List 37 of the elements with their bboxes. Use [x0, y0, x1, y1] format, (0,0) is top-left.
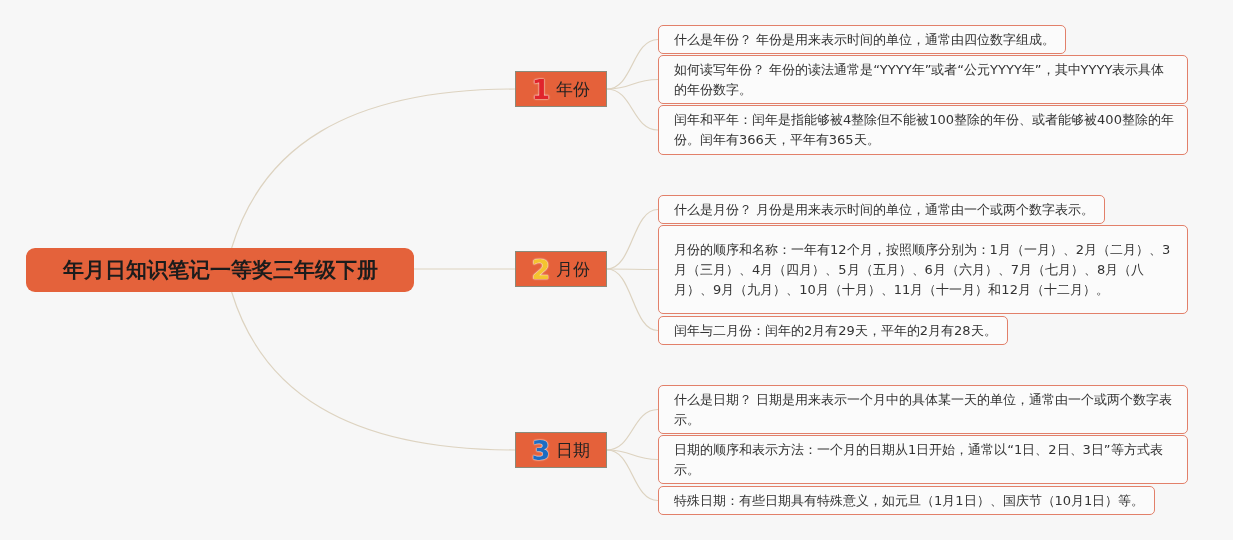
note-box [658, 225, 1188, 314]
connector-line [606, 449, 659, 502]
note-box [658, 105, 1188, 155]
note-text: 闰年和平年：闰年是指能够被4整除但不能被100整除的年份、或者能够被400整除的年份。闰年有366天，平年有365天。 [674, 111, 1175, 149]
branch-label: 年份 [556, 77, 591, 101]
note-text: 什么是日期？ 日期是用来表示一个月中的具体某一天的单位，通常由一个或两个数字表示。 [674, 390, 1174, 429]
branch-box [515, 251, 607, 287]
connector-line [231, 291, 516, 451]
connector-line [231, 88, 516, 249]
note-box [658, 385, 1188, 434]
note-box [658, 435, 1188, 484]
topic-text: 年月日知识笔记一等奖三年级下册 [62, 257, 378, 284]
connector-line [606, 449, 659, 461]
connector-line [606, 268, 659, 271]
note-box [658, 25, 1067, 54]
connector-line [606, 78, 659, 90]
branch-number: 2 [531, 255, 551, 283]
branch-number: 1 [531, 75, 551, 103]
connector-line [606, 268, 659, 332]
topic-box [26, 248, 414, 292]
note-box [658, 55, 1188, 104]
branch-box [515, 71, 607, 107]
branch-label: 日期 [556, 438, 591, 462]
branch-label: 月份 [556, 257, 591, 281]
note-text: 闰年与二月份：闰年的2月有29天，平年的2月有28天。 [674, 321, 997, 340]
note-text: 如何读写年份？ 年份的读法通常是“YYYY年”或者“公元YYYY年”，其中YYYY表示具体的年份数字。 [674, 60, 1166, 99]
branch-number: 3 [531, 436, 551, 464]
note-box [658, 486, 1156, 515]
branch-box [515, 432, 607, 468]
note-text: 日期的顺序和表示方法：一个月的日期从1日开始，通常以“1日、2日、3日”等方式表示。 [674, 440, 1164, 479]
note-box [658, 195, 1106, 224]
note-text: 什么是月份？ 月份是用来表示时间的单位，通常由一个或两个数字表示。 [674, 200, 1095, 219]
note-text: 特殊日期：有些日期具有特殊意义，如元旦（1月1日）、国庆节（10月1日）等。 [674, 491, 1145, 510]
connector-line [606, 88, 659, 131]
note-text: 月份的顺序和名称：一年有12个月，按照顺序分别为：1月（一月）、2月（二月）、3月（三月）、4月（四月）、5月（五月）、6月（六月）、7月（七月）、8月（八月）、9月（九月）、10月（十月）、11月（十一月）和12月（十二月）。 [674, 240, 1172, 299]
note-text: 什么是年份？ 年份是用来表示时间的单位，通常由四位数字组成。 [674, 30, 1056, 49]
note-box [658, 316, 1008, 345]
